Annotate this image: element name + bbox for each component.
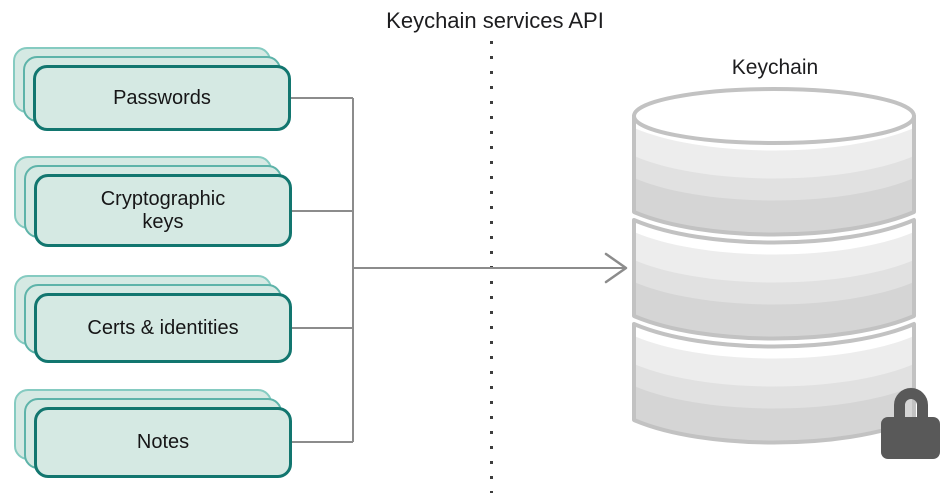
card-label: Certs & identities bbox=[87, 316, 239, 339]
card-passwords: Passwords bbox=[33, 65, 291, 131]
card-cryptographic-keys: Cryptographic keys bbox=[34, 174, 292, 247]
card-notes: Notes bbox=[34, 407, 292, 478]
branch-lines bbox=[290, 97, 353, 443]
arrow-right-icon bbox=[604, 252, 628, 284]
card-label: Notes bbox=[136, 431, 190, 453]
lock-icon bbox=[881, 388, 940, 459]
keychain-label: Keychain bbox=[731, 56, 819, 79]
diagram-title: Keychain services API bbox=[386, 8, 604, 33]
cylinder-segment-bottom bbox=[632, 322, 916, 445]
cylinder-segment-middle bbox=[632, 218, 916, 341]
cylinder-segment-top bbox=[632, 87, 916, 237]
api-boundary-dotted-line bbox=[490, 41, 493, 493]
keychain-database-icon bbox=[632, 87, 940, 459]
card-label: Passwords bbox=[113, 86, 211, 109]
card-certs-identities: Certs & identities bbox=[34, 293, 292, 363]
card-label: Cryptographic keys bbox=[100, 187, 226, 233]
